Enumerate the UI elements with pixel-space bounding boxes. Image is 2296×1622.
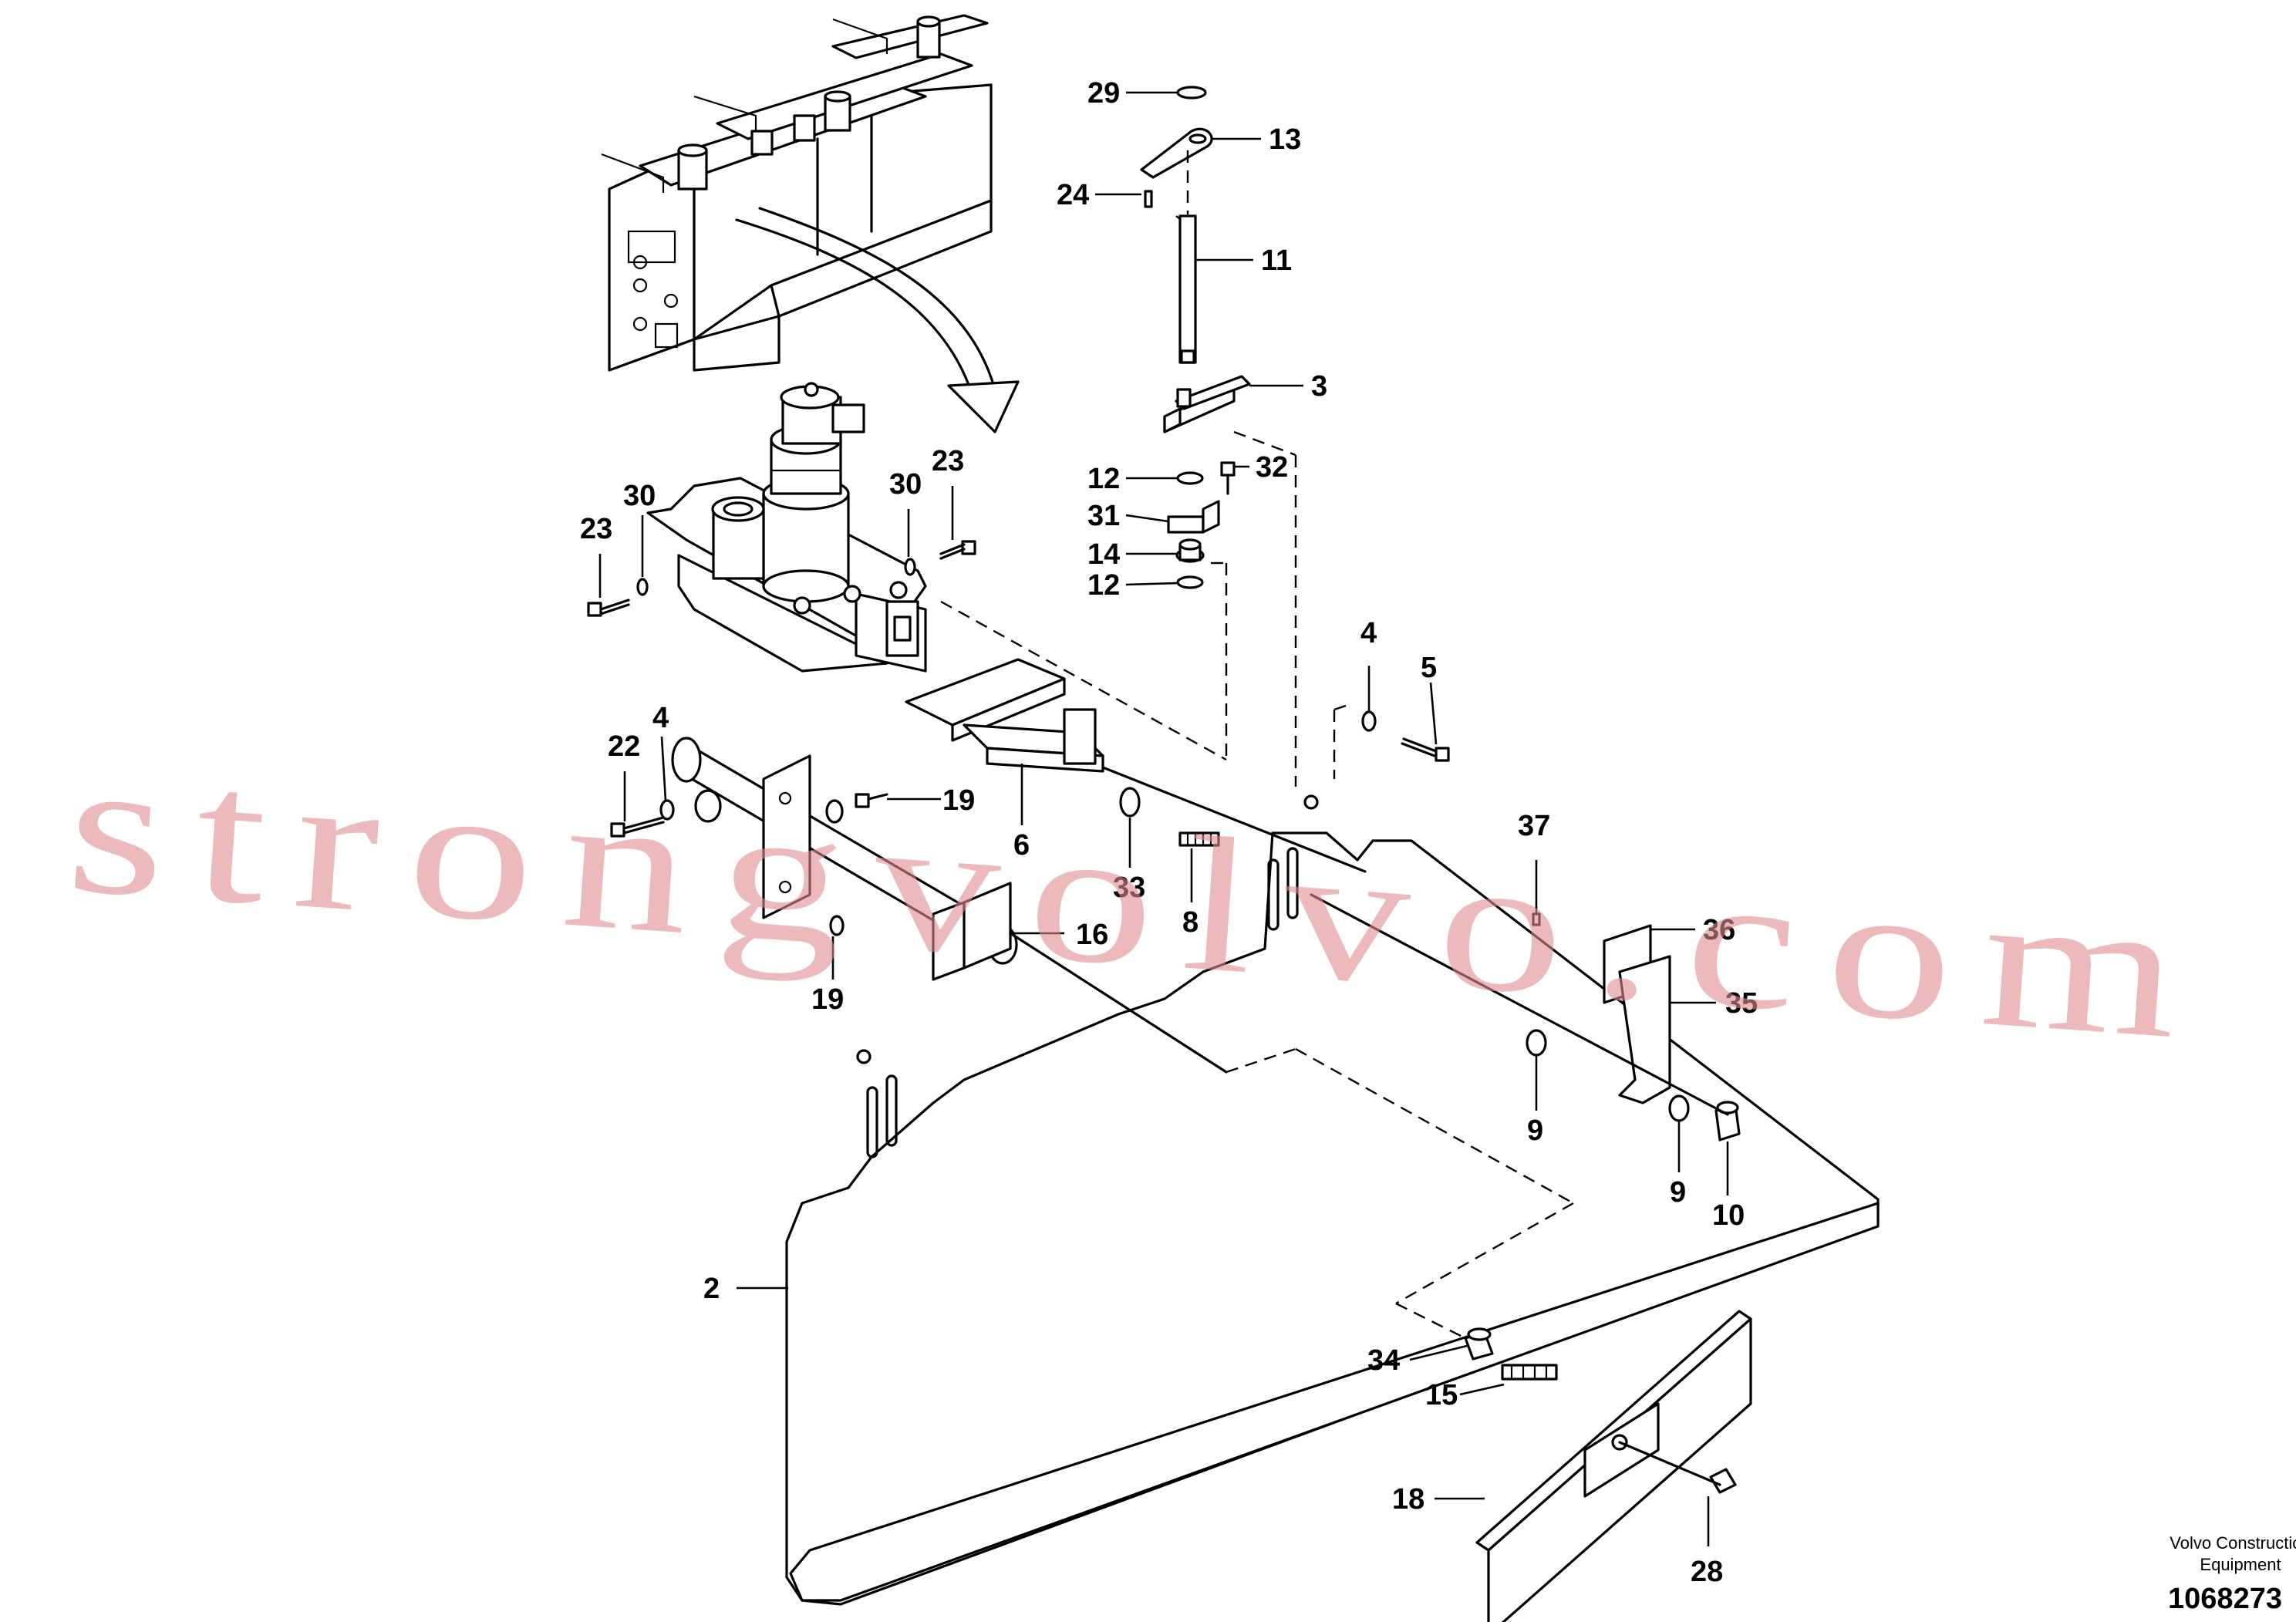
scraper-blade-18	[1464, 1310, 1752, 1622]
callout-30-right: 30	[889, 468, 922, 501]
callout-32: 32	[1256, 451, 1288, 484]
callout-18: 18	[1392, 1483, 1424, 1516]
drawing-number: 1068273	[2168, 1583, 2282, 1615]
callout-16: 16	[1076, 919, 1108, 951]
callout-29: 29	[1087, 77, 1120, 110]
leader-lines	[598, 91, 1729, 1546]
callout-9-left: 9	[1527, 1114, 1543, 1147]
callout-15: 15	[1425, 1379, 1458, 1411]
callout-30-left: 30	[623, 480, 656, 512]
callout-12-upper: 12	[1087, 463, 1120, 495]
callout-labels: 29 13 24 11 3 12 32 31 14 12 23 30 30 23…	[580, 77, 1758, 1588]
small-parts-stack	[1167, 461, 1236, 589]
callout-9-right: 9	[1670, 1176, 1686, 1209]
callout-36: 36	[1703, 914, 1735, 946]
callout-31: 31	[1087, 500, 1120, 532]
callout-23-left: 23	[580, 513, 612, 545]
scraper-plate-2	[785, 794, 1880, 1606]
callout-24: 24	[1057, 179, 1089, 211]
callout-28: 28	[1691, 1556, 1723, 1588]
pin-and-lever	[1140, 86, 1213, 364]
callout-35: 35	[1725, 987, 1758, 1020]
callout-5: 5	[1421, 652, 1437, 684]
callout-22: 22	[608, 730, 640, 763]
callout-4-right: 4	[1360, 617, 1377, 649]
callout-14: 14	[1087, 538, 1120, 571]
callout-19-upper: 19	[942, 784, 975, 817]
company-name-line1: Volvo Construction	[2170, 1533, 2296, 1553]
callout-34: 34	[1367, 1344, 1400, 1377]
mounting-bolts	[587, 540, 976, 617]
machine-overview-illustration	[601, 14, 1020, 433]
callout-33: 33	[1113, 872, 1145, 904]
assembly-center-lines	[940, 430, 1729, 1486]
callout-23-right: 23	[932, 445, 964, 477]
shaft-assembly	[610, 658, 1220, 981]
callout-8: 8	[1182, 906, 1199, 939]
callout-6: 6	[1013, 829, 1030, 862]
drawing-footer: Volvo Construction Equipment 1068273	[2168, 1533, 2296, 1615]
callout-11: 11	[1261, 244, 1292, 277]
callout-13: 13	[1269, 123, 1301, 156]
callout-37: 37	[1518, 810, 1550, 842]
callout-2: 2	[703, 1273, 720, 1305]
right-bracket-assembly	[1361, 710, 1741, 1141]
callout-10: 10	[1712, 1199, 1745, 1232]
mounting-block-assembly	[646, 382, 927, 673]
bracket-3	[1163, 375, 1251, 433]
company-name-line2: Equipment	[2200, 1555, 2281, 1574]
callout-19-lower: 19	[811, 983, 844, 1016]
callout-4-left: 4	[652, 702, 669, 734]
callout-3: 3	[1311, 370, 1327, 403]
callout-12-lower: 12	[1087, 569, 1120, 602]
